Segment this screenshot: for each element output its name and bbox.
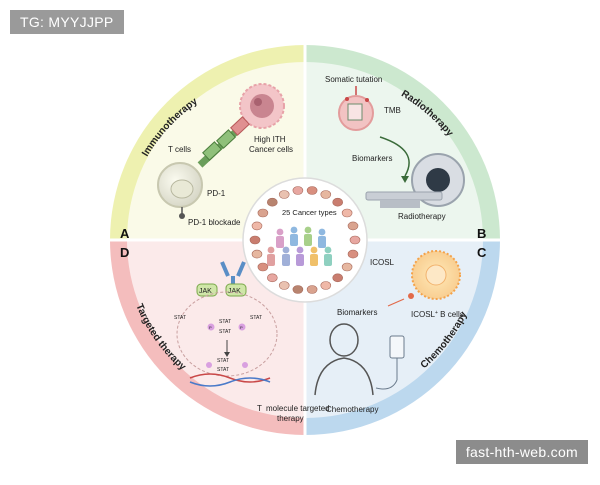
organ-icon xyxy=(266,273,278,283)
organ-icon xyxy=(306,285,318,294)
organ-icon xyxy=(251,249,263,259)
label-cancer-cells: Cancer cells xyxy=(249,145,293,154)
organ-icon xyxy=(320,190,332,199)
label-small-molecule-2: therapy xyxy=(277,414,304,423)
label-pd1: PD-1 xyxy=(207,189,226,198)
label-tmb: TMB xyxy=(384,106,401,115)
dna-strand-icon xyxy=(189,373,271,383)
organ-icon xyxy=(349,235,361,245)
label-t-cells: T cells xyxy=(168,145,191,154)
person-icon xyxy=(267,254,275,266)
label-icosl-b-cells: ICOSL+ B cells xyxy=(411,310,464,319)
organ-icon xyxy=(266,197,278,207)
person-icon xyxy=(276,228,284,236)
label-small-molecule-prefix: T xyxy=(257,404,262,413)
organ-icon xyxy=(249,235,261,245)
organ-icon xyxy=(257,208,269,218)
organ-icon xyxy=(341,262,353,272)
label-stat-right: STAT xyxy=(250,315,262,321)
label-stat-bottom1: STAT xyxy=(217,358,229,364)
organ-icon xyxy=(292,285,304,294)
letter-b: B xyxy=(477,226,486,241)
label-stat-left: STAT xyxy=(174,315,186,321)
organ-icon xyxy=(278,190,290,199)
organ-icon xyxy=(341,208,353,218)
label-stat-mid2: STAT xyxy=(219,329,231,335)
patient-silhouette-icon xyxy=(314,323,374,396)
organ-icon xyxy=(278,281,290,290)
watermark-site: fast-hth-web.com xyxy=(455,440,588,464)
person-icon xyxy=(290,226,298,234)
label-biomarkers-c: Biomarkers xyxy=(337,308,377,317)
label-stat-mid: STAT xyxy=(219,319,231,325)
label-biomarkers-b: Biomarkers xyxy=(352,154,392,163)
b-cell-icon xyxy=(411,250,461,300)
person-icon xyxy=(310,246,318,254)
label-p2: P xyxy=(240,325,243,330)
label-icosl: ICOSL xyxy=(370,258,395,267)
center-label: 25 Cancer types xyxy=(282,208,337,217)
organ-icon xyxy=(332,273,344,283)
organ-icon xyxy=(292,186,304,195)
organ-icon xyxy=(320,281,332,290)
label-p1: P xyxy=(209,325,212,330)
pd1-antibody-icon xyxy=(179,207,185,219)
organ-icons-ring xyxy=(249,186,361,294)
person-icon xyxy=(296,254,304,266)
person-icon xyxy=(304,234,312,246)
organ-icon xyxy=(306,186,318,195)
nucleus-outline xyxy=(176,291,278,377)
person-icon xyxy=(290,234,298,246)
letter-c: C xyxy=(477,245,487,260)
t-cell-icon xyxy=(157,162,203,208)
label-pd1-blockade: PD-1 blockade xyxy=(188,218,241,227)
person-icon xyxy=(282,254,290,266)
person-icon xyxy=(304,226,312,234)
arrow-b xyxy=(379,136,410,177)
people-icons xyxy=(267,226,332,266)
person-icon xyxy=(318,228,326,236)
person-icon xyxy=(267,246,275,254)
cancer-cell-icon xyxy=(239,83,285,129)
tumor-cell-icon xyxy=(338,86,374,131)
iv-drip-icon xyxy=(375,335,405,390)
person-icon xyxy=(318,236,326,248)
person-icon xyxy=(296,246,304,254)
label-radiotherapy-b: Radiotherapy xyxy=(398,212,446,221)
organ-icon xyxy=(257,262,269,272)
organ-icon xyxy=(347,249,359,259)
person-icon xyxy=(276,236,284,248)
label-somatic-mutation: Somatic tutation xyxy=(325,75,382,84)
organ-icon xyxy=(251,221,263,231)
organ-icon xyxy=(347,221,359,231)
person-icon xyxy=(282,246,290,254)
person-icon xyxy=(324,254,332,266)
label-stat-bottom2: STAT xyxy=(217,367,229,373)
label-jak-right: JAK xyxy=(228,288,241,295)
quadrant-d-bg xyxy=(127,240,305,418)
letter-a: A xyxy=(120,226,130,241)
letter-d: D xyxy=(120,245,129,260)
person-icon xyxy=(310,254,318,266)
label-jak-left: JAK xyxy=(199,288,212,295)
receptor-complex-icon xyxy=(197,116,250,168)
label-small-molecule-1: molecule targeted xyxy=(266,404,330,413)
person-icon xyxy=(324,246,332,254)
label-chemotherapy-c: Chemotherapy xyxy=(326,405,378,414)
label-high-ith: High ITH xyxy=(254,135,286,144)
organ-icon xyxy=(332,197,344,207)
watermark-tg: TG: MYYJJPP xyxy=(10,10,124,34)
ct-scanner-icon xyxy=(365,153,465,208)
